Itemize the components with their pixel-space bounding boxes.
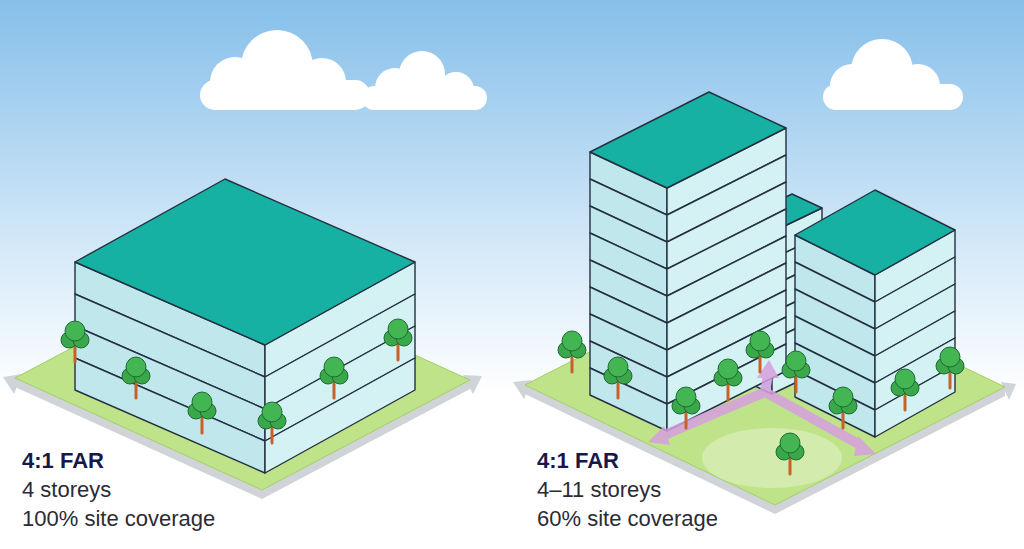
detail-label: 60% site coverage	[537, 504, 718, 533]
detail-label: 4–11 storeys	[537, 475, 718, 504]
ratio-label: 4:1 FAR	[22, 446, 215, 475]
label-group: 4:1 FAR4 storeys100% site coverage	[22, 446, 215, 533]
detail-label: 4 storeys	[22, 475, 215, 504]
site-ground	[525, 267, 1005, 505]
buildings	[75, 92, 955, 473]
cloud	[823, 39, 963, 110]
building-roof	[75, 179, 415, 345]
building-roof	[590, 92, 786, 188]
ratio-label: 4:1 FAR	[537, 446, 718, 475]
cloud	[362, 51, 487, 110]
trees	[61, 319, 964, 474]
pedestrian-path	[648, 360, 876, 456]
detail-label: 100% site coverage	[22, 504, 215, 533]
cloud	[200, 30, 370, 110]
open-space	[702, 428, 842, 488]
arrowhead	[1001, 382, 1016, 400]
building-wall	[265, 358, 415, 473]
label-group: 4:1 FAR4–11 storeys60% site coverage	[537, 446, 718, 533]
building-roof	[795, 190, 955, 275]
building-wall	[875, 365, 955, 437]
